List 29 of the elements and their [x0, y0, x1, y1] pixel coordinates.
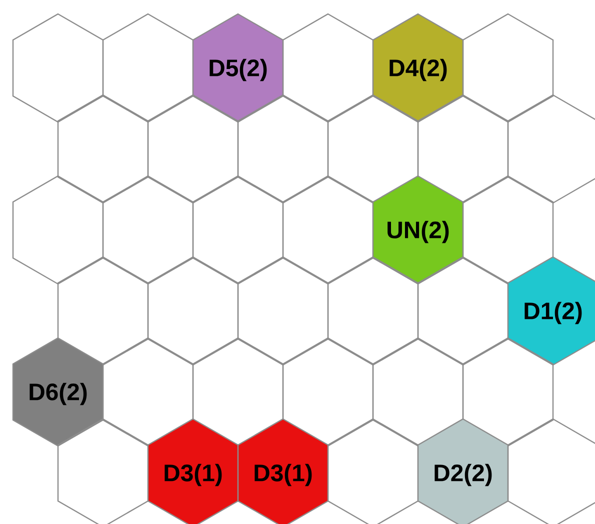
hexagon-cell: D4(2) [372, 13, 464, 123]
hexagon [147, 256, 239, 366]
hexagon [417, 256, 509, 366]
hexagon-cell: D6(2) [12, 337, 104, 447]
hexagon [372, 337, 464, 447]
hexagon [507, 418, 595, 524]
hexagon [327, 418, 419, 524]
hexagon [462, 175, 554, 285]
hexagon [327, 256, 419, 366]
hexagon [102, 175, 194, 285]
hexagon [507, 94, 595, 204]
hexagon [57, 94, 149, 204]
hexagon [12, 13, 104, 123]
hexagon [102, 337, 194, 447]
hexagon-cell: D5(2) [192, 13, 284, 123]
hexagon [12, 175, 104, 285]
hexagon-cell: D3(1) [147, 418, 239, 524]
hexagon [282, 337, 374, 447]
hexagon [237, 94, 329, 204]
hexagon [147, 94, 239, 204]
hexagon-cell: D3(1) [237, 418, 329, 524]
hexagon-cell: UN(2) [372, 175, 464, 285]
hexagon [237, 256, 329, 366]
hexagon [462, 13, 554, 123]
hexagon-cell: D2(2) [417, 418, 509, 524]
hexagon [57, 418, 149, 524]
hexagon [462, 337, 554, 447]
hexagon [192, 175, 284, 285]
hexagon-cell: D1(2) [507, 256, 595, 366]
